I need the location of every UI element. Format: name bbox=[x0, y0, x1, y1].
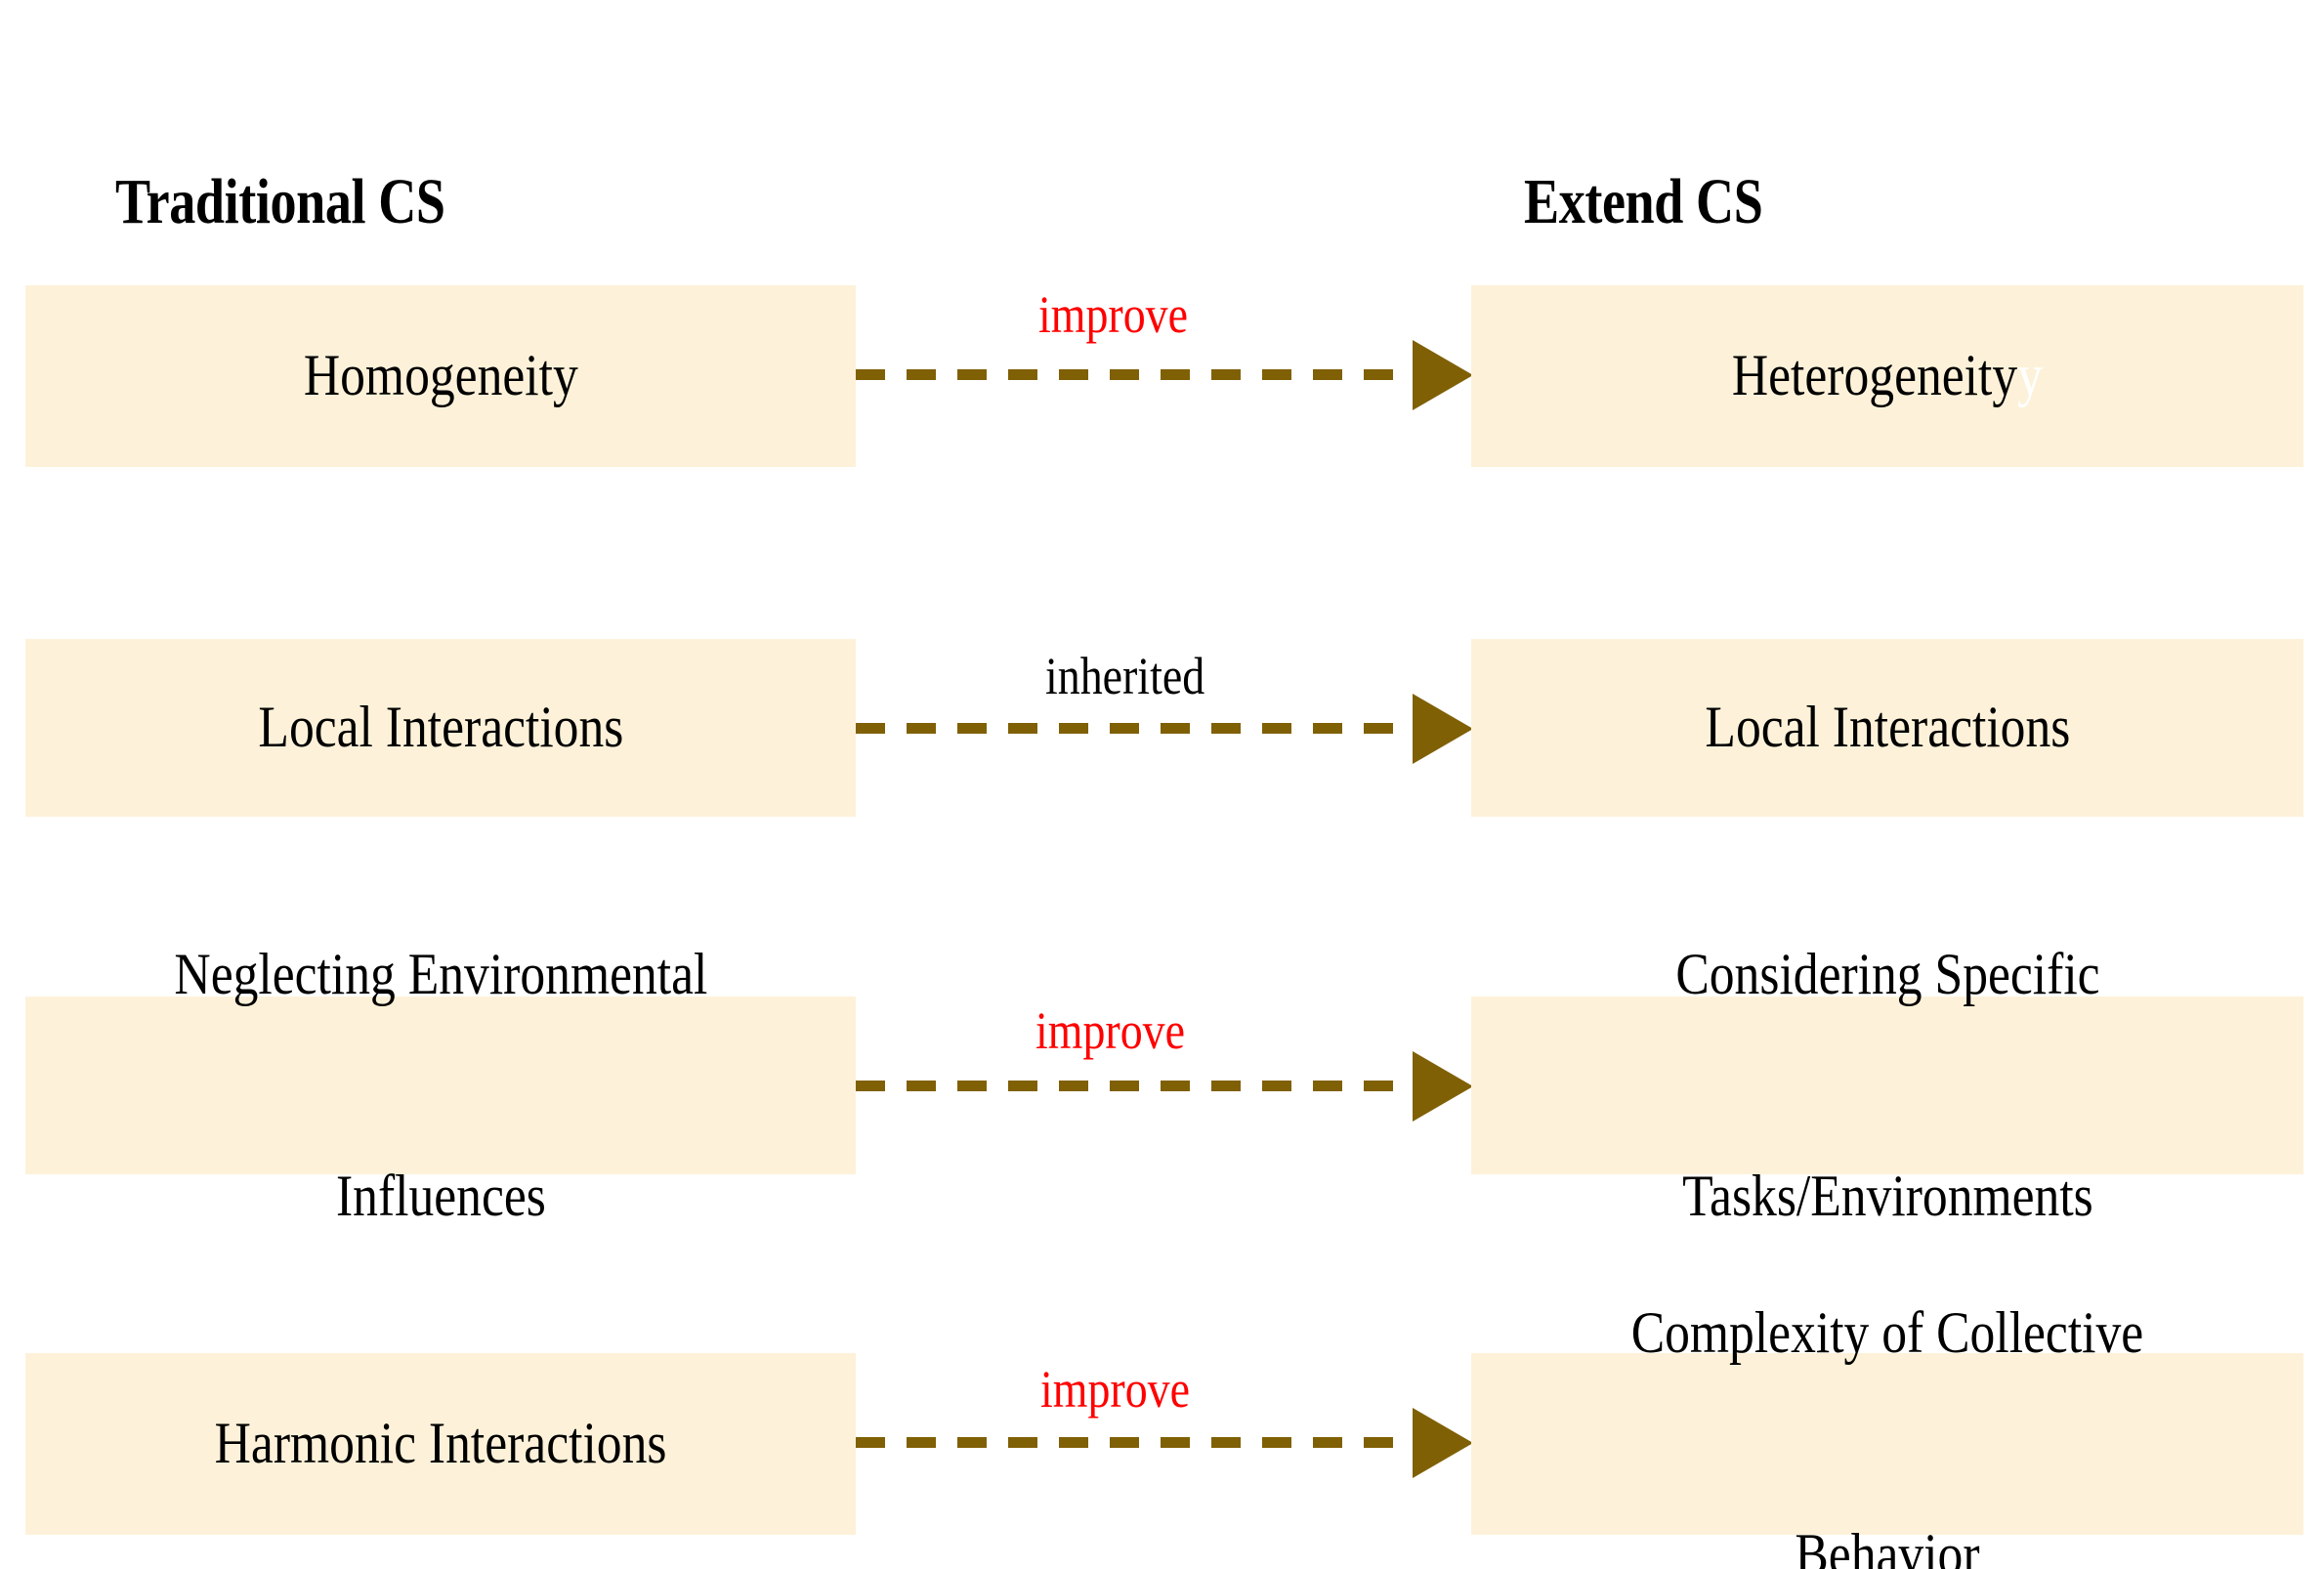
assumption-label-right-4-line1: Complexity of Collective bbox=[1630, 1299, 2144, 1365]
assumption-box-left-2[interactable]: Local Interactions bbox=[25, 639, 856, 817]
assumption-label-right-4-line2: Behavior bbox=[1795, 1521, 1980, 1569]
assumption-label-left-3-line2: Influences bbox=[335, 1163, 546, 1228]
assumption-label-right-1: Heterogeneityy bbox=[1732, 191, 2043, 561]
assumption-label-right-4: Complexity of Collective Behavior bbox=[1631, 1149, 2144, 1569]
arrow-head-icon-2 bbox=[1413, 694, 1473, 764]
assumption-label-left-3: Neglecting Environmental Influences bbox=[174, 790, 707, 1381]
arrow-head-icon-4 bbox=[1413, 1408, 1473, 1478]
assumption-label-right-3-line1: Considering Specific bbox=[1674, 941, 2100, 1006]
assumption-box-right-2[interactable]: Local Interactions bbox=[1471, 639, 2303, 817]
assumption-label-left-4-line1: Harmonic Interactions bbox=[214, 1411, 667, 1476]
assumption-label-right-2-line1: Local Interactions bbox=[1705, 695, 2070, 760]
assumption-label-left-1-line1: Homogeneity bbox=[303, 343, 578, 408]
assumption-box-right-3[interactable]: Considering Specific Tasks/Environments bbox=[1471, 942, 2303, 1228]
edge-label-2: inherited bbox=[1045, 647, 1205, 705]
assumption-box-left-4[interactable]: Harmonic Interactions bbox=[25, 1353, 856, 1535]
arrow-head-icon-3 bbox=[1413, 1051, 1473, 1122]
assumption-box-right-1[interactable]: Heterogeneityy bbox=[1471, 285, 2303, 467]
assumption-label-left-1: Homogeneity bbox=[304, 191, 578, 561]
assumption-label-right-1-line1: Heterogeneityy bbox=[1732, 339, 2043, 413]
dashed-line-icon-1 bbox=[856, 369, 1417, 380]
assumption-label-right-3: Considering Specific Tasks/Environments bbox=[1675, 790, 2099, 1381]
assumption-box-right-4[interactable]: Complexity of Collective Behavior bbox=[1471, 1300, 2303, 1569]
ghost-glyph-artifact: y bbox=[2017, 343, 2044, 408]
assumption-label-left-2-line1: Local Interactions bbox=[258, 695, 623, 760]
dashed-line-icon-2 bbox=[856, 723, 1417, 734]
edge-label-4: improve bbox=[1040, 1360, 1190, 1419]
dashed-line-icon-4 bbox=[856, 1437, 1417, 1448]
column-header-left-line1: Traditional CS bbox=[115, 165, 445, 237]
arrow-head-icon-1 bbox=[1413, 340, 1473, 410]
assumption-label-left-4: Harmonic Interactions bbox=[215, 1259, 667, 1569]
assumption-box-left-1[interactable]: Homogeneity bbox=[25, 285, 856, 467]
assumption-label-right-1-text: Heterogeneity bbox=[1731, 343, 2018, 408]
connector-arrow-1 bbox=[856, 332, 1473, 420]
column-header-right-line1: Extend CS bbox=[1524, 165, 1763, 237]
assumption-label-right-3-line2: Tasks/Environments bbox=[1681, 1163, 2093, 1228]
assumption-label-right-2: Local Interactions bbox=[1705, 543, 2070, 912]
assumption-label-left-3-line1: Neglecting Environmental bbox=[174, 941, 707, 1006]
edge-label-1: improve bbox=[1038, 285, 1188, 344]
edge-label-3: improve bbox=[1035, 1001, 1185, 1060]
dashed-line-icon-3 bbox=[856, 1081, 1417, 1091]
assumption-label-left-2: Local Interactions bbox=[258, 543, 623, 912]
assumption-box-left-3[interactable]: Neglecting Environmental Influences bbox=[25, 942, 856, 1228]
